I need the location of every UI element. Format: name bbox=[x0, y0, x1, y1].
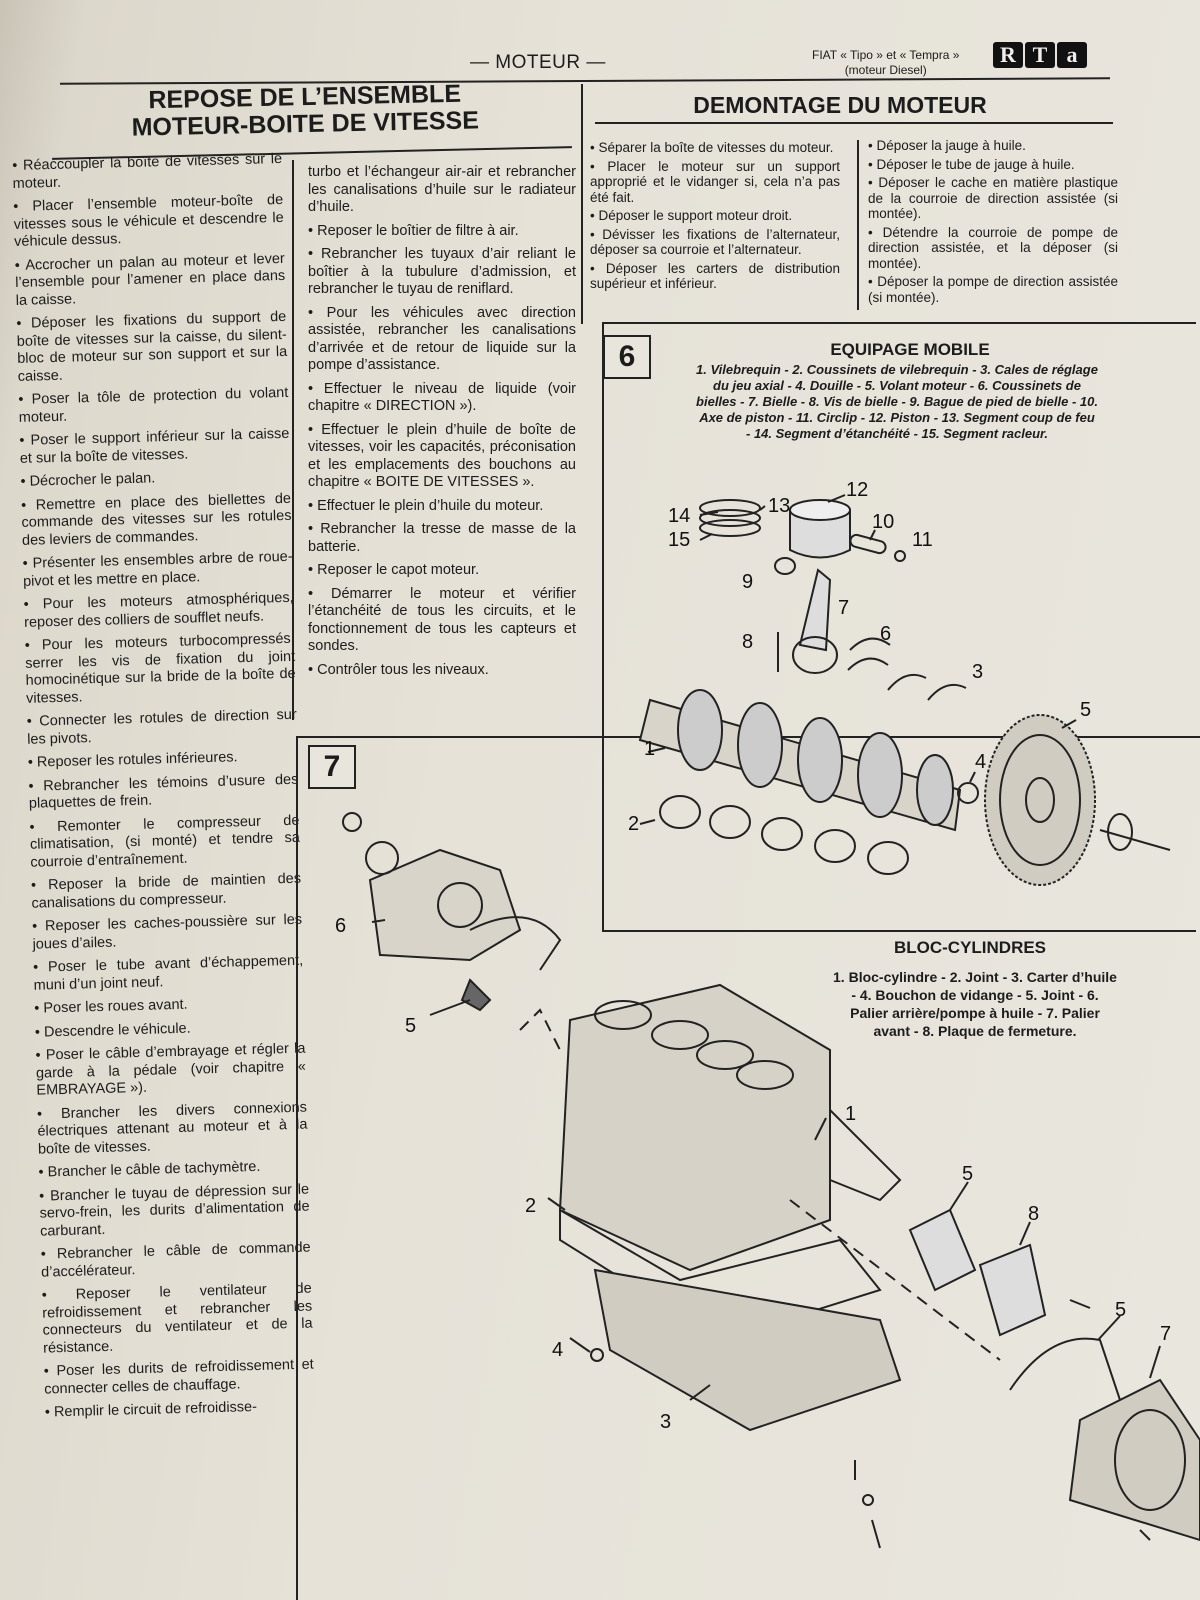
col2-item: Démarrer le moteur et vérifier l’étanché… bbox=[308, 586, 576, 656]
callout-1: 1 bbox=[644, 738, 655, 760]
col4-item: Détendre la courroie de pompe de directi… bbox=[868, 225, 1118, 272]
callout-5: 5 bbox=[405, 1015, 416, 1037]
col2-item: Rebrancher la tresse de masse de la batt… bbox=[308, 521, 576, 556]
figure-6-legend-line: - 14. Segment d’étanchéité - 15. Segment… bbox=[746, 426, 1048, 441]
figure-7-number: 7 bbox=[308, 745, 356, 789]
callout-7: 7 bbox=[1160, 1323, 1171, 1345]
callout-13: 13 bbox=[768, 495, 790, 517]
section-header: — MOTEUR — bbox=[470, 52, 606, 73]
col2-item: Rebrancher les tuyaux d’air reliant le b… bbox=[308, 246, 576, 299]
callout-5: 5 bbox=[962, 1163, 973, 1185]
col4-item: Déposer le tube de jauge à huile. bbox=[868, 157, 1118, 173]
callout-4: 4 bbox=[552, 1339, 563, 1361]
vehicle-line-1: FIAT « Tipo » et « Tempra » bbox=[812, 48, 960, 62]
figure-7-legend: 1. Bloc-cylindre - 2. Joint - 3. Carter … bbox=[800, 968, 1150, 1040]
crankshaft-assembly-drawing bbox=[638, 494, 1171, 886]
col2-item: Reposer le capot moteur. bbox=[308, 562, 576, 580]
figure-7-legend-line: 1. Bloc-cylindre - 2. Joint - 3. Carter … bbox=[833, 969, 1117, 985]
logo-letter-t: T bbox=[1025, 42, 1055, 68]
vehicle-header: FIAT « Tipo » et « Tempra » (moteur Dies… bbox=[812, 48, 959, 78]
figure-7-legend-line: Palier arrière/pompe à huile - 7. Palier bbox=[850, 1005, 1100, 1021]
col3-item: Séparer la boîte de vitesses du moteur. bbox=[590, 140, 840, 156]
cylinder-block-drawing bbox=[342, 812, 1200, 1549]
figure-6-frame bbox=[602, 322, 1196, 932]
rta-logo: R T a bbox=[993, 42, 1087, 68]
callout-15: 15 bbox=[668, 529, 690, 551]
callout-11: 11 bbox=[912, 529, 933, 551]
figure-6-title: EQUIPAGE MOBILE bbox=[830, 340, 990, 359]
callout-6: 6 bbox=[335, 915, 346, 937]
col3-item: Placer le moteur sur un support appropri… bbox=[590, 159, 840, 206]
col2-item: Pour les véhicules avec direction assist… bbox=[308, 305, 576, 375]
col4-item: Déposer le cache en matière plastique de… bbox=[868, 175, 1118, 222]
right-text-column-a: Séparer la boîte de vitesses du moteur. … bbox=[590, 140, 840, 295]
cylinder-block-callouts: 1 2 3 4 5 5 5 7 6 8 bbox=[335, 915, 1171, 1433]
col3-item: Déposer le support moteur droit. bbox=[590, 208, 840, 224]
col4-item: Déposer la jauge à huile. bbox=[868, 138, 1118, 154]
col2-item: Effectuer le plein d’huile du moteur. bbox=[308, 498, 576, 516]
callout-7: 7 bbox=[838, 597, 849, 619]
figure-7-legend-line: - 4. Bouchon de vidange - 5. Joint - 6. bbox=[851, 987, 1099, 1003]
center-text-column: turbo et l’échangeur air-air et rebranch… bbox=[308, 164, 576, 685]
callout-3: 3 bbox=[972, 661, 983, 683]
callout-2: 2 bbox=[525, 1195, 536, 1217]
callout-8: 8 bbox=[742, 631, 753, 653]
logo-letter-a: a bbox=[1057, 42, 1087, 68]
figure-6-legend-line: 1. Vilebrequin - 2. Coussinets de vilebr… bbox=[696, 362, 1098, 377]
column-divider-right bbox=[857, 140, 859, 310]
callout-9: 9 bbox=[742, 571, 753, 593]
col2-item: Reposer le boîtier de filtre à air. bbox=[308, 223, 576, 241]
callout-14: 14 bbox=[668, 505, 690, 527]
figure-6-legend: 1. Vilebrequin - 2. Coussinets de vilebr… bbox=[662, 362, 1132, 442]
callout-1: 1 bbox=[845, 1103, 856, 1125]
callout-8: 8 bbox=[1028, 1203, 1039, 1225]
callout-2: 2 bbox=[628, 813, 639, 835]
callout-5: 5 bbox=[1115, 1299, 1126, 1321]
col3-item: Déposer les carters de distribution supé… bbox=[590, 261, 840, 292]
logo-letter-r: R bbox=[993, 42, 1023, 68]
callout-6: 6 bbox=[880, 623, 891, 645]
col2-continuation: turbo et l’échangeur air-air et rebranch… bbox=[308, 164, 576, 215]
figure-6-legend-line: du jeu axial - 4. Douille - 5. Volant mo… bbox=[713, 378, 1081, 393]
callout-3: 3 bbox=[660, 1411, 671, 1433]
col2-item: Effectuer le plein d’huile de boîte de v… bbox=[308, 422, 576, 492]
col3-item: Dévisser les fixations de l’alternateur,… bbox=[590, 227, 840, 258]
right-section-title: DEMONTAGE DU MOTEUR bbox=[693, 92, 987, 118]
figure-6-legend-line: Axe de piston - 11. Circlip - 12. Piston… bbox=[699, 410, 1095, 425]
column-divider-center bbox=[581, 84, 583, 324]
col2-item: Effectuer le niveau de liquide (voir cha… bbox=[308, 381, 576, 416]
col2-item: Contrôler tous les niveaux. bbox=[308, 662, 576, 680]
callout-4: 4 bbox=[975, 751, 986, 773]
vehicle-line-2: (moteur Diesel) bbox=[844, 63, 927, 77]
figure-6-number: 6 bbox=[603, 335, 651, 379]
right-text-column-b: Déposer la jauge à huile. Déposer le tub… bbox=[868, 138, 1118, 308]
callout-5: 5 bbox=[1080, 699, 1091, 721]
figure-7-legend-line: avant - 8. Plaque de fermeture. bbox=[873, 1023, 1077, 1039]
col4-item: Déposer la pompe de direction assistée (… bbox=[868, 274, 1118, 305]
figure-7-title: BLOC-CYLINDRES bbox=[893, 938, 1047, 957]
callout-12: 12 bbox=[846, 479, 868, 501]
right-title-rule bbox=[595, 122, 1113, 124]
callout-10: 10 bbox=[872, 511, 894, 533]
crankshaft-callouts: 1 2 3 4 5 6 7 8 9 10 11 12 13 14 15 bbox=[628, 479, 1091, 835]
figure-6-legend-line: bielles - 7. Bielle - 8. Vis de bielle -… bbox=[696, 394, 1098, 409]
column-divider-left bbox=[292, 160, 294, 720]
